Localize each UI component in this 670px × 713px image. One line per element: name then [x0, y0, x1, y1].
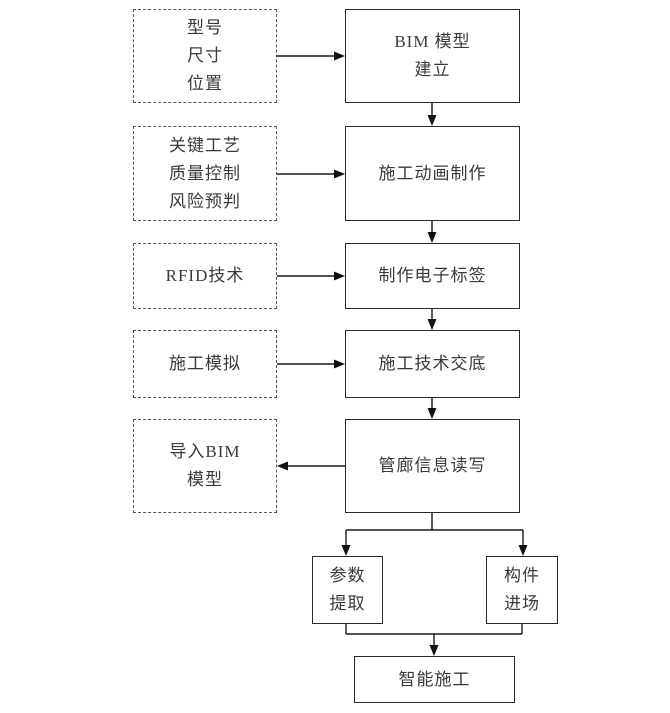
arrow-right-icon — [334, 169, 345, 179]
process-box-bim-model-creation: BIM 模型 建立 — [345, 9, 520, 103]
arrow-input1-to-process1 — [277, 51, 345, 61]
arrow-process4-to-process5 — [427, 398, 437, 419]
output-box-import-bim-model: 导入BIM 模型 — [133, 419, 277, 513]
arrow-right-icon — [334, 359, 345, 369]
arrow-left-icon — [277, 461, 288, 471]
arrow-process2-to-process3 — [427, 221, 437, 243]
arrow-input2-to-process2 — [277, 169, 345, 179]
process-box-technical-disclosure: 施工技术交底 — [345, 330, 520, 398]
arrow-down-icon — [427, 408, 437, 419]
input-box-construction-simulation: 施工模拟 — [133, 330, 277, 398]
arrow-process5-to-input5 — [277, 461, 345, 471]
connector-branches-merge — [345, 624, 523, 656]
arrow-down-icon — [518, 545, 528, 556]
arrow-right-icon — [334, 51, 345, 61]
process-box-construction-animation: 施工动画制作 — [345, 126, 520, 221]
arrow-input3-to-process3 — [277, 271, 345, 281]
arrow-down-icon — [429, 645, 439, 656]
arrow-down-icon — [427, 319, 437, 330]
arrow-right-icon — [334, 271, 345, 281]
branch-box-parameter-extraction: 参数 提取 — [312, 556, 383, 624]
input-box-key-process-quality-risk: 关键工艺 质量控制 风险预判 — [133, 126, 277, 221]
arrow-down-icon — [427, 115, 437, 126]
process-box-make-electronic-tags: 制作电子标签 — [345, 243, 520, 309]
arrow-process3-to-process4 — [427, 309, 437, 330]
input-box-rfid-technology: RFID技术 — [133, 243, 277, 309]
arrow-process1-to-process2 — [427, 103, 437, 126]
final-box-intelligent-construction: 智能施工 — [354, 656, 515, 703]
connector-process5-split — [341, 513, 528, 556]
arrow-input4-to-process4 — [277, 359, 345, 369]
input-box-model-size-position: 型号 尺寸 位置 — [133, 9, 277, 103]
arrow-down-icon — [427, 232, 437, 243]
branch-box-component-arrival: 构件 进场 — [486, 556, 558, 624]
process-box-corridor-info-read-write: 管廊信息读写 — [345, 419, 520, 513]
arrow-down-icon — [341, 545, 351, 556]
